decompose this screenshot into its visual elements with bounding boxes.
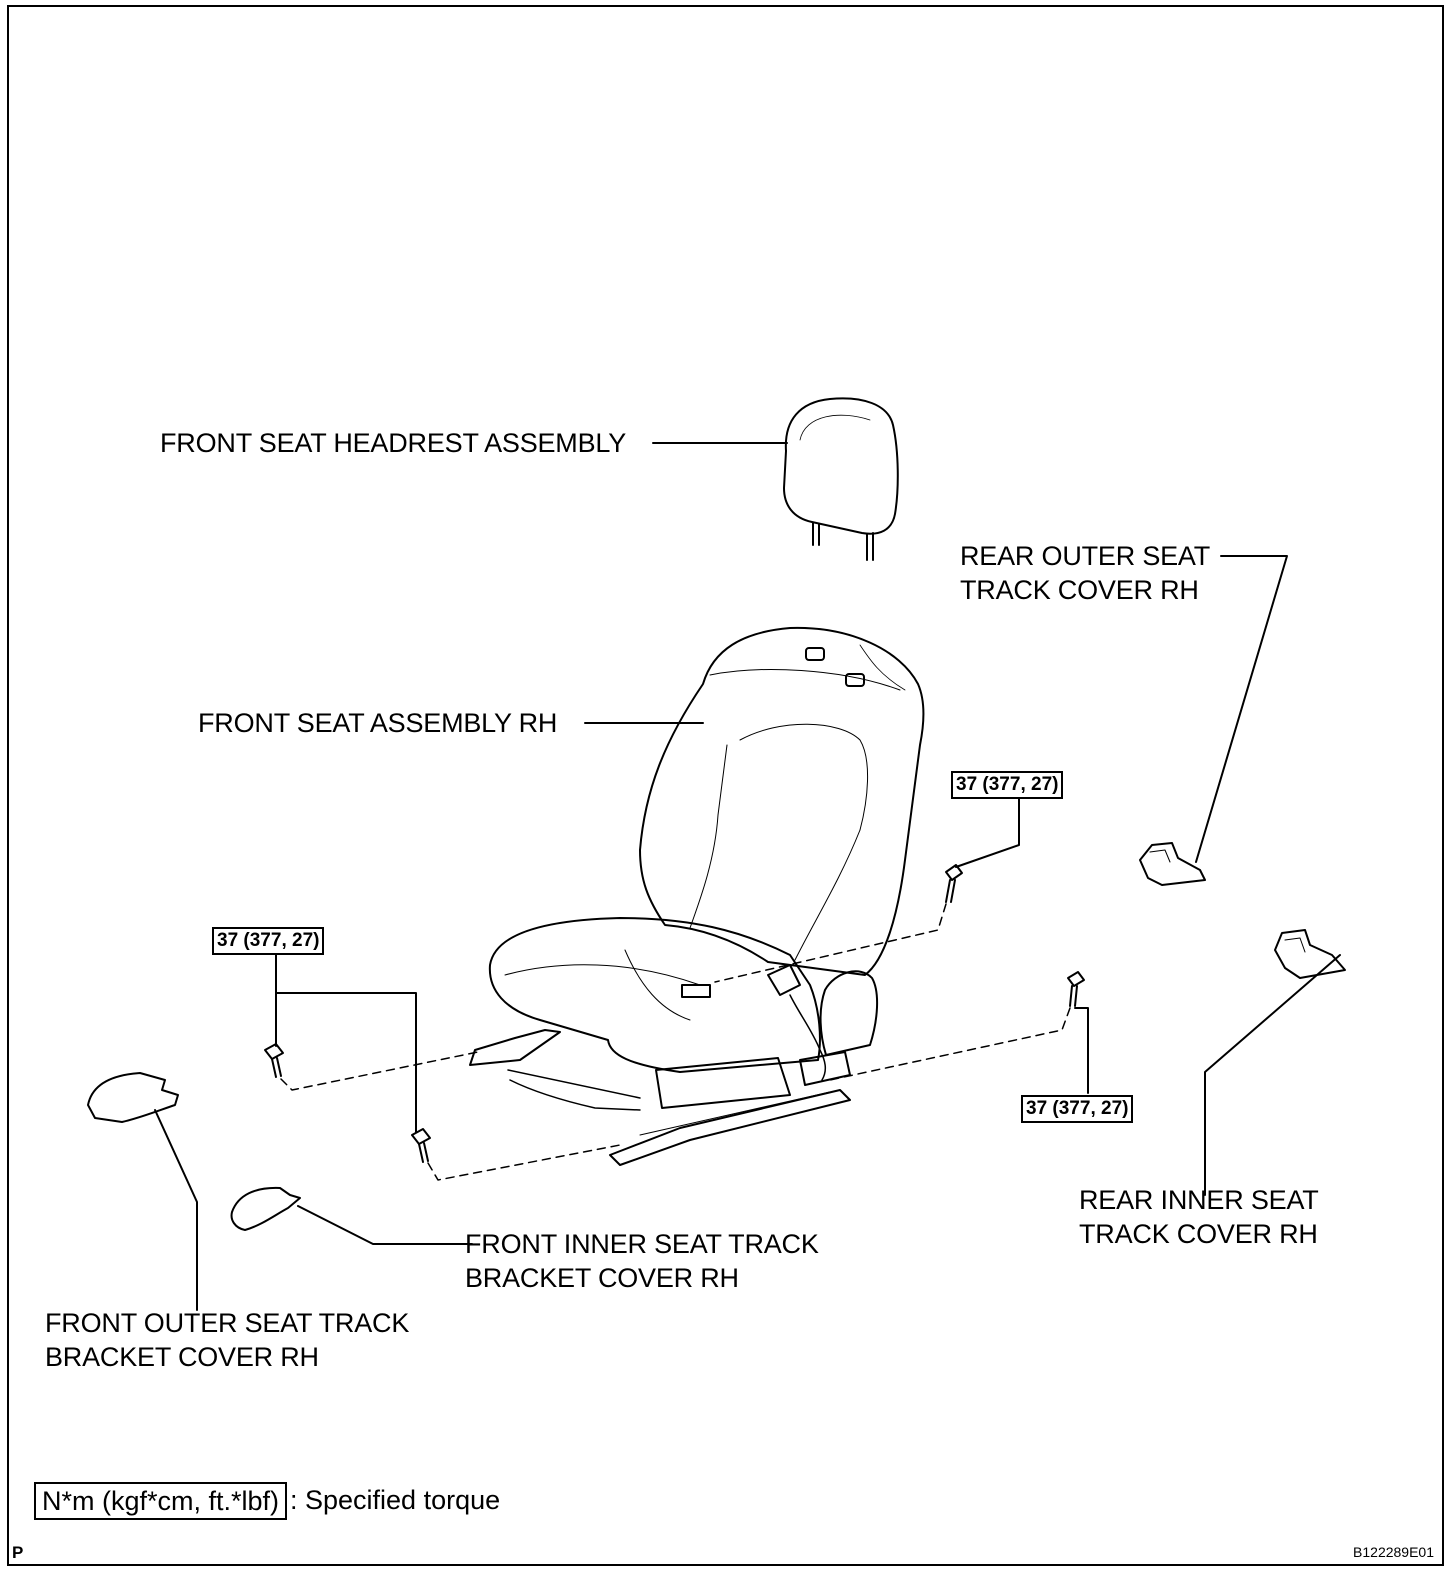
seat-assembly-drawing — [469, 626, 925, 1166]
figure-id: B122289E01 — [1353, 1544, 1434, 1560]
torque-unit-legend: N*m (kgf*cm, ft.*lbf) — [34, 1482, 288, 1520]
label-rear-inner-cover-1: REAR INNER SEAT — [1079, 1185, 1319, 1215]
label-front-inner-cover-1: FRONT INNER SEAT TRACK — [465, 1229, 819, 1259]
torque-callout-rear-upper: 37 (377, 27) — [951, 771, 1064, 799]
bolt-icon — [264, 1043, 284, 1078]
label-rear-outer-cover-1: REAR OUTER SEAT — [960, 541, 1211, 571]
label-headrest: FRONT SEAT HEADREST ASSEMBLY — [160, 428, 627, 458]
torque-callout-front-left: 37 (377, 27) — [212, 927, 325, 955]
label-front-inner-cover-2: BRACKET COVER RH — [465, 1263, 739, 1293]
label-rear-outer-cover-2: TRACK COVER RH — [960, 575, 1199, 605]
install-paths — [280, 903, 1071, 1181]
bolt-icon — [1067, 971, 1085, 1007]
label-front-outer-cover-1: FRONT OUTER SEAT TRACK — [45, 1308, 410, 1338]
label-rear-inner-cover-2: TRACK COVER RH — [1079, 1219, 1318, 1249]
leader-lines — [154, 442, 1341, 1311]
torque-leaders — [275, 797, 1089, 1133]
front-inner-bracket-cover-drawing — [230, 1186, 301, 1231]
label-front-outer-cover-2: BRACKET COVER RH — [45, 1342, 319, 1372]
headrest-drawing — [783, 397, 899, 561]
rear-inner-track-cover-drawing — [1274, 929, 1346, 979]
corner-mark: P — [12, 1543, 24, 1562]
front-outer-bracket-cover-drawing — [87, 1072, 179, 1123]
legend-description: : Specified torque — [290, 1485, 501, 1515]
bolt-icon — [945, 864, 963, 903]
rear-outer-track-cover-drawing — [1139, 842, 1206, 886]
bolt-icon — [411, 1128, 431, 1163]
torque-callout-rear-lower: 37 (377, 27) — [1021, 1095, 1134, 1123]
label-seat-assembly: FRONT SEAT ASSEMBLY RH — [198, 708, 558, 738]
diagram-frame — [7, 5, 1444, 1566]
